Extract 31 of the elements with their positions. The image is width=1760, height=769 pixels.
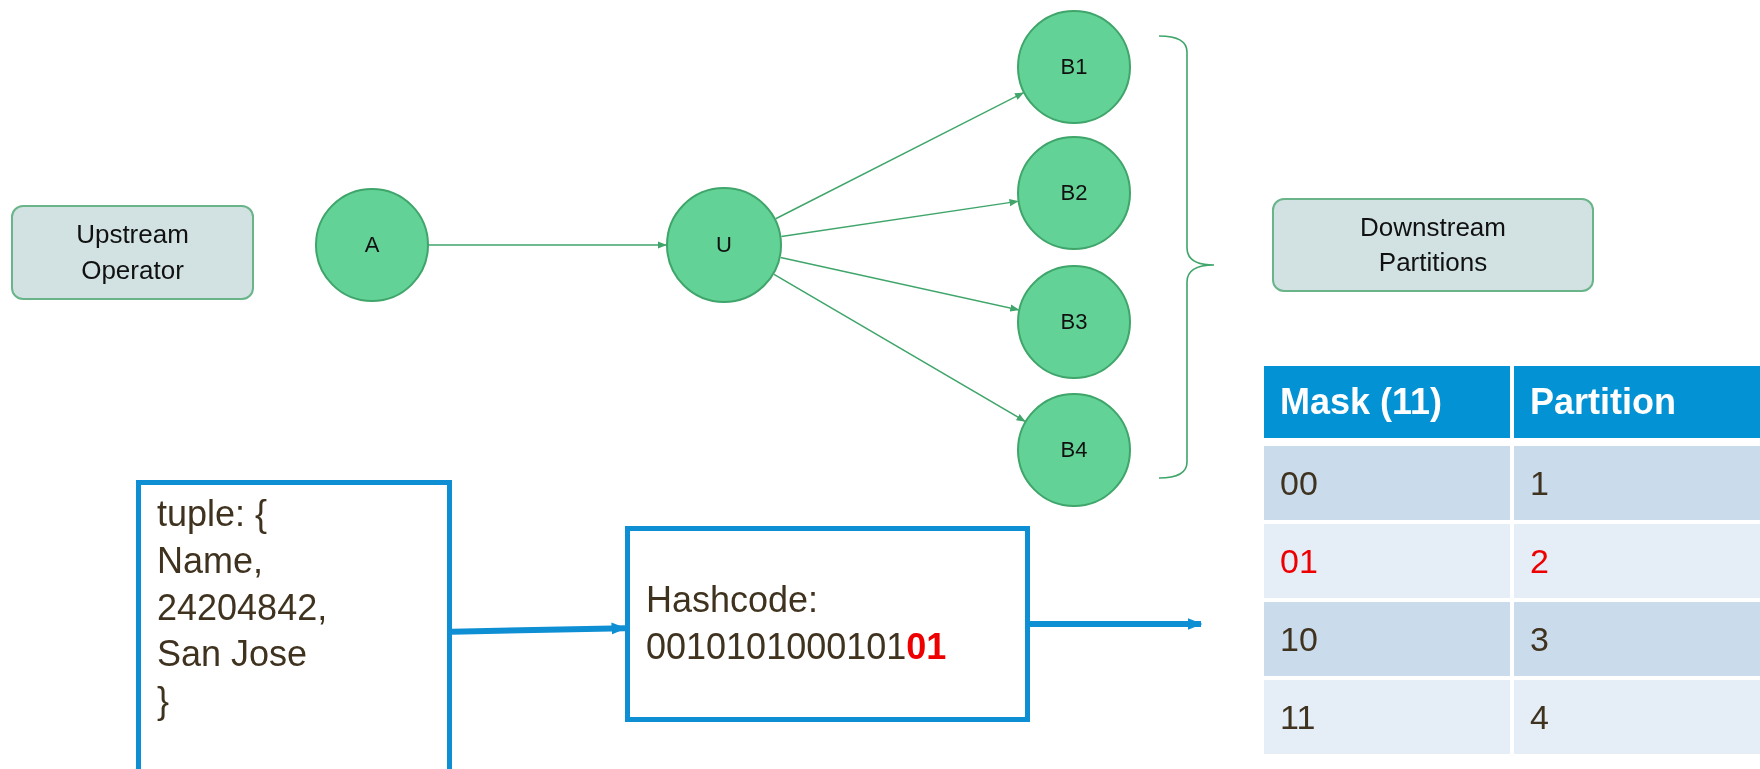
arrow (780, 199, 1019, 238)
arrow (428, 241, 667, 249)
table-cell: 00 (1264, 446, 1510, 520)
arrow (774, 92, 1024, 220)
node-text: U (716, 232, 732, 258)
arrow (773, 273, 1026, 422)
node-text: Downstream Partitions (1359, 210, 1507, 279)
node-text: Upstream Operator (75, 218, 190, 287)
node-text: B4 (1060, 437, 1088, 463)
node-text: B2 (1060, 180, 1088, 206)
table-cell: 3 (1514, 602, 1760, 676)
node-text: tuple: { Name, 24204842, San Jose } (157, 492, 328, 724)
node-text: B3 (1060, 309, 1088, 335)
node-text: Hashcode: 001010100010101 (646, 578, 948, 669)
table-cell: 10 (1264, 602, 1510, 676)
table-cell: 2 (1514, 524, 1760, 598)
column-header: Mask (11) (1264, 366, 1510, 438)
arrow (1030, 618, 1203, 630)
arrow (779, 256, 1020, 312)
table-cell: 01 (1264, 524, 1510, 598)
table-cell: 1 (1514, 446, 1760, 520)
partitions-box (1272, 198, 1594, 292)
tuple-box (136, 480, 452, 769)
node-text: A (364, 232, 380, 258)
arrow (451, 622, 627, 635)
hashcode-box (625, 526, 1030, 722)
table-cell: 11 (1264, 680, 1510, 754)
column-header: Partition (1514, 366, 1760, 438)
node-text: B1 (1060, 54, 1088, 80)
operator-box (11, 205, 254, 300)
table-cell: 4 (1514, 680, 1760, 754)
